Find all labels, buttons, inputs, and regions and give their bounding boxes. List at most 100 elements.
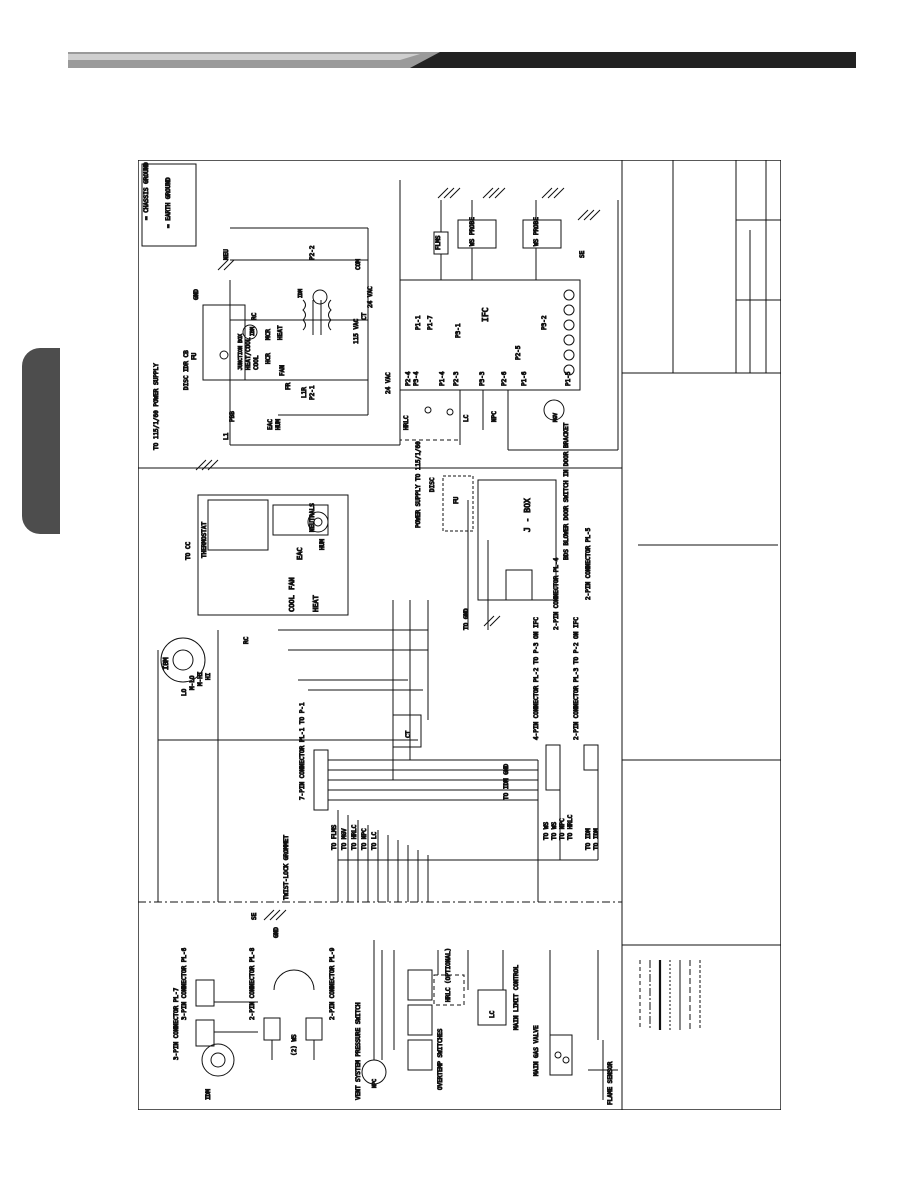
- comp-pl9: 2-PIN CONNECTOR PL-9: [329, 947, 336, 1020]
- conn-jbox: J - BOX: [523, 498, 532, 532]
- ladder-p3-3: P3-3: [479, 371, 486, 386]
- ladder-mcr: MCR: [265, 329, 272, 340]
- ladder-p2-6: P2-6: [501, 371, 508, 386]
- comp-ws: (2) WS: [291, 1034, 298, 1056]
- conn-twist-lock: TWIST-LOCK GROMMET: [283, 835, 290, 900]
- conn-ibm: IBM: [162, 657, 170, 670]
- ladder-p2-3: P2-3: [453, 371, 460, 386]
- conn-to-idm-gnd: TO IDM GND: [503, 763, 510, 800]
- conn-to-idm: TO IDM: [585, 828, 592, 850]
- ladder-pbb: PBB: [229, 411, 236, 422]
- ladder-p1-4: P1-4: [439, 371, 446, 386]
- conn-hi: HI: [205, 672, 212, 680]
- ladder-idm: IDM: [298, 289, 304, 298]
- ladder-p2-1: P2-1: [309, 385, 316, 400]
- comp-hrlc-optional: HRLC (OPTIONAL): [445, 948, 452, 1002]
- conn-gnd: GND: [273, 927, 280, 938]
- earth-ground-label: = EARTH GROUND: [165, 177, 172, 228]
- ladder-disc: DISC IDR CB: [183, 350, 190, 390]
- conn-pl5: 2-PIN CONNECTOR PL-5: [585, 527, 592, 600]
- ladder-p3-4: P3-4: [413, 371, 420, 386]
- conn-pl3: 2-PIN CONNECTOR PL-3 TO P-2 ON IFC: [573, 617, 580, 740]
- conn-cool: COOL: [288, 595, 296, 612]
- comp-pl6: 3-PIN CONNECTOR PL-6: [181, 947, 188, 1020]
- ladder-p3-1: P3-1: [455, 323, 462, 338]
- ladder-cool: COOL: [253, 355, 260, 370]
- comp-mgv: MAIN GAS VALVE: [533, 1025, 540, 1076]
- comp-se: SE: [251, 912, 258, 920]
- ladder-heat: HEAT: [277, 325, 284, 340]
- line-legend: [639, 960, 701, 1030]
- ladder-fu: FU: [191, 352, 198, 360]
- ladder-heat-cool: HEAT/COOL: [245, 337, 252, 370]
- conn-to-gnd: TO GND: [463, 608, 470, 630]
- conn-fan: FAN: [288, 577, 296, 590]
- conn-lo: LO: [181, 688, 188, 696]
- ladder-diagram: [141, 163, 619, 451]
- conn-to-hrlc: TO HRLC: [351, 824, 358, 850]
- conn-thermostat: THERMOSTAT: [201, 521, 208, 558]
- chassis-ground-label: = CHASSIS GROUND: [143, 162, 150, 220]
- ladder-p1-7: P1-7: [427, 315, 434, 330]
- ladder-p3-2: P3-2: [541, 315, 548, 330]
- ladder-ifc: IFC: [481, 307, 490, 322]
- ladder-l1: L1: [223, 432, 230, 440]
- conn-pl4: 2-PIN CONNECTOR PL-4: [553, 557, 560, 630]
- conn-rc: RC: [243, 636, 250, 644]
- conn-to-ws: TO WS: [543, 822, 550, 840]
- conn-to-mgv: TO MGV: [341, 828, 348, 850]
- ladder-fan: FAN: [279, 365, 286, 376]
- comp-overtemp: OVERTEMP SWITCHES: [437, 1028, 444, 1090]
- ladder-lc: LC: [463, 414, 470, 422]
- conn-hum: HUM: [319, 539, 326, 550]
- ladder-l1r: L1R: [301, 387, 308, 398]
- connection-diagram: [157, 459, 599, 921]
- side-tab: [22, 348, 60, 534]
- wiring-diagram: = CHASSIS GROUND = EARTH GROUND TO 115/1…: [138, 160, 781, 1110]
- ladder-neu: NEU: [223, 249, 230, 260]
- ladder-eac: EAC: [267, 419, 274, 430]
- ladder-mgv: MGV: [553, 413, 559, 422]
- ladder-rc: RC: [251, 312, 258, 320]
- comp-idm: IDM: [205, 1089, 212, 1100]
- comp-npc: NPC: [372, 1079, 378, 1088]
- ladder-p2-2: P2-2: [309, 245, 316, 260]
- ladder-ws-probe-2: WS PROBE: [533, 217, 540, 246]
- ladder-power-supply: TO 115/1/60 POWER SUPPLY: [153, 363, 160, 450]
- conn-to-flms: TO FLMS: [331, 824, 338, 850]
- comp-flame-sensor: FLAME SENSOR: [607, 1061, 614, 1105]
- conn-to-cc: TO CC: [185, 542, 192, 560]
- comp-lc: LC: [489, 1010, 496, 1018]
- ladder-npc: NPC: [491, 411, 498, 422]
- conn-pl1: 7-PIN CONNECTOR PL-1 TO P-1: [299, 702, 306, 800]
- ladder-p1-5: P1-5: [565, 371, 572, 386]
- conn-blower-door: BDS BLOWER DOOR SWITCH IN DOOR BRACKET: [563, 422, 570, 560]
- conn-fu: FU: [453, 496, 460, 504]
- ladder-p1-1: P1-1: [415, 315, 422, 330]
- ladder-hcr: HCR: [265, 353, 272, 364]
- ladder-24vac-b: 24 VAC: [385, 372, 392, 394]
- ladder-hum: HUM: [275, 419, 282, 430]
- conn-heat: HEAT: [312, 594, 320, 612]
- conn-to-lc: TO LC: [371, 832, 378, 850]
- conn-m-hi: M-HI: [197, 671, 204, 686]
- ladder-ct: CT: [361, 312, 368, 320]
- comp-npc-desc: VENT SYSTEM PRESSURE SWITCH: [355, 1002, 362, 1100]
- conn-ct: CT: [405, 730, 412, 738]
- ladder-115vac: 115 VAC: [353, 318, 360, 344]
- ladder-gnd: GND: [193, 289, 200, 300]
- conn-pl2: 4-PIN CONNECTOR PL-2 TO P-3 ON IFC: [533, 617, 540, 740]
- ladder-ibm: IBM: [250, 327, 256, 336]
- ladder-flms: FLMS: [435, 235, 442, 250]
- conn-m-lo: M-LO: [189, 675, 196, 690]
- conn-eac: EAC: [296, 547, 304, 560]
- comp-pl8: 2-PIN CONNECTOR PL-8: [249, 947, 256, 1020]
- ladder-p2-5: P2-5: [515, 345, 522, 360]
- conn-to-ws-2: TO WS: [551, 822, 558, 840]
- conn-to-npc-2: TO NPC: [559, 818, 566, 840]
- ladder-p1-6: P1-6: [521, 371, 528, 386]
- conn-to-npc: TO NPC: [361, 828, 368, 850]
- conn-to-hrlc-2: TO HRLC: [567, 814, 574, 840]
- ladder-se: SE: [579, 250, 586, 258]
- components-diagram: [195, 940, 618, 1100]
